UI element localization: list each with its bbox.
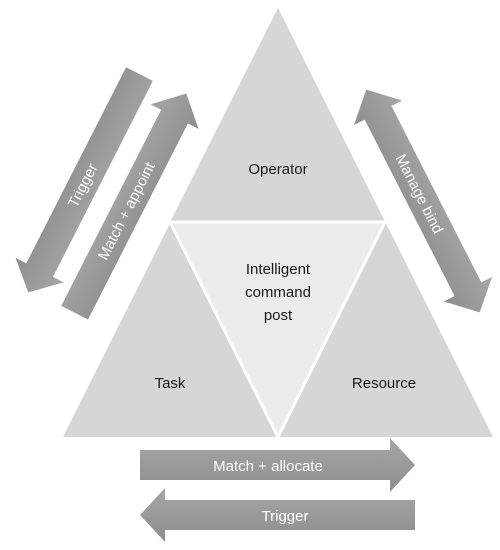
trigger-arrow-bottom-label: Trigger: [262, 508, 309, 525]
operator-label: Operator: [248, 161, 307, 178]
task-label: Task: [155, 375, 186, 392]
trigger-arrow-bottom: Trigger: [140, 488, 415, 542]
command-post-label-line2: command: [245, 284, 311, 301]
match-allocate-arrow: Match + allocate: [140, 438, 415, 492]
command-post-label-line1: Intelligent: [246, 261, 311, 278]
resource-label: Resource: [352, 375, 416, 392]
match-allocate-arrow-label: Match + allocate: [213, 458, 323, 475]
operator-segment: [170, 8, 385, 222]
command-post-label-line3: post: [264, 307, 293, 324]
